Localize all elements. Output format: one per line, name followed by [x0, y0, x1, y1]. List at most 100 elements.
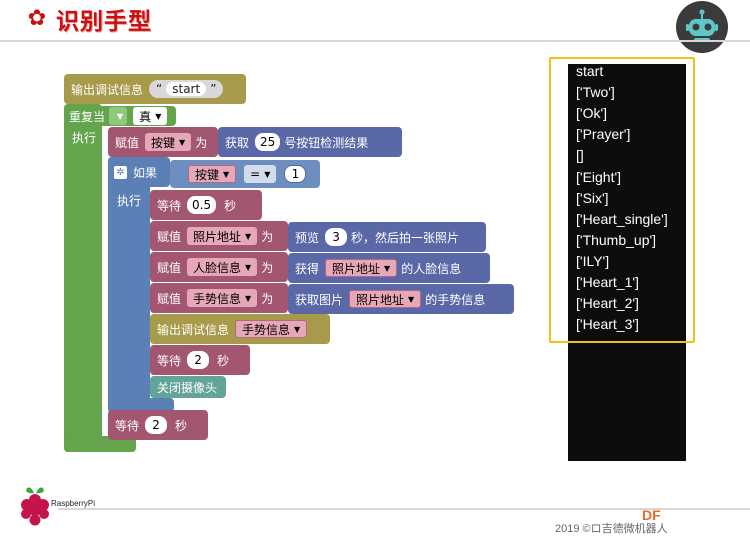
assign-face-block[interactable]: 赋值 人脸信息▼ 为	[150, 252, 288, 282]
block-label: 赋值	[157, 260, 182, 275]
repeat-mode-dropdown[interactable]: ▼	[109, 107, 128, 125]
var-value: 人脸信息	[193, 260, 242, 275]
repeat-block-footer	[64, 436, 136, 452]
if-block-footer	[108, 398, 174, 412]
preview-seconds-input[interactable]: 3	[325, 228, 348, 246]
repeat-exec-label: 执行	[72, 131, 97, 145]
condition-value: 真	[139, 109, 152, 124]
copyright-text: 2019 ©ロ吉德微机器人	[555, 523, 668, 535]
console-line: []	[576, 147, 584, 164]
console-line: ['Heart_2']	[576, 295, 639, 312]
string-input[interactable]: “ start ”	[149, 80, 224, 98]
operator-dropdown[interactable]: =▼	[244, 165, 277, 183]
block-label: 获取图片	[295, 292, 344, 307]
block-label: 如果	[133, 165, 158, 180]
if-block[interactable]: ✲ 如果	[108, 157, 170, 187]
assign-as-label: 为	[261, 260, 274, 275]
console-line: ['Heart_3']	[576, 316, 639, 333]
gesture-var-dropdown[interactable]: 手势信息▼	[187, 289, 258, 307]
console-line: ['Prayer']	[576, 126, 631, 143]
robot-logo-icon	[676, 1, 728, 53]
assign-as-label: 为	[261, 229, 274, 244]
source-value: 照片地址	[332, 261, 381, 276]
if-exec-label: 执行	[117, 194, 142, 208]
var-value: 按键	[151, 135, 176, 150]
wait-block[interactable]: 等待 0.5 秒	[150, 190, 262, 220]
string-value[interactable]: start	[166, 82, 207, 96]
close-camera-block[interactable]: 关闭摄像头	[150, 376, 226, 398]
block-suffix: 秒，然后拍一张照片	[351, 230, 460, 245]
repeat-while-block[interactable]: 重复当 ▼ 真▼	[64, 106, 176, 126]
block-label: 获取	[225, 135, 250, 150]
wait-unit: 秒	[175, 418, 188, 433]
assign-gesture-block[interactable]: 赋值 手势信息▼ 为	[150, 283, 288, 313]
button-number-input[interactable]: 25	[255, 133, 281, 151]
wait-seconds-input[interactable]: 2	[145, 416, 168, 434]
output-highlight-box	[549, 57, 695, 343]
console-line: ['Heart_single']	[576, 210, 668, 227]
block-label: 赋值	[157, 291, 182, 306]
block-label: 重复当	[69, 109, 106, 124]
assign-photo-block[interactable]: 赋值 照片地址▼ 为	[150, 221, 288, 251]
assign-as-label: 为	[195, 135, 208, 150]
console-line: ['Thumb_up']	[576, 231, 657, 248]
compare-right-number[interactable]: 1	[284, 165, 307, 183]
block-label: 输出调试信息	[71, 82, 144, 97]
block-label: 等待	[115, 418, 140, 433]
footer-divider	[58, 508, 750, 510]
var-value: 手势信息	[242, 322, 291, 337]
wait-block-2[interactable]: 等待 2 秒	[150, 345, 250, 375]
console-line: ['ILY']	[576, 252, 610, 269]
get-gesture-block[interactable]: 获取图片 照片地址▼ 的手势信息	[288, 284, 514, 314]
block-label: 预览	[295, 230, 320, 245]
var-value: 手势信息	[193, 291, 242, 306]
block-label: 等待	[157, 353, 182, 368]
console-line: ['Two']	[576, 84, 615, 101]
wait-seconds-input[interactable]: 0.5	[187, 196, 217, 214]
gesture-source-dropdown[interactable]: 照片地址▼	[349, 290, 422, 308]
compare-var: 按键	[195, 167, 220, 182]
compare-block[interactable]: 按键▼ =▼ 1	[170, 160, 320, 188]
block-label: 赋值	[157, 229, 182, 244]
console-line: ['Heart_1']	[576, 274, 639, 290]
repeat-block-body[interactable]	[64, 104, 102, 452]
block-suffix: 的人脸信息	[401, 261, 462, 276]
block-label: 获得	[295, 261, 320, 276]
wait-unit: 秒	[217, 353, 230, 368]
assign-as-label: 为	[261, 291, 274, 306]
face-source-dropdown[interactable]: 照片地址▼	[325, 259, 398, 277]
preview-photo-block[interactable]: 预览 3 秒，然后拍一张照片	[288, 222, 486, 252]
var-dropdown[interactable]: 按键▼	[145, 133, 192, 151]
console-line: start	[576, 63, 604, 79]
get-button-block[interactable]: 获取 25 号按钮检测结果	[218, 127, 402, 157]
assign-block[interactable]: 赋值 按键▼ 为	[108, 127, 218, 157]
debug-console	[568, 64, 686, 461]
gear-icon[interactable]: ✲	[114, 165, 127, 179]
if-block-body[interactable]	[108, 157, 150, 413]
watermark-text: DF	[642, 507, 661, 523]
face-var-dropdown[interactable]: 人脸信息▼	[187, 258, 258, 276]
wait-unit: 秒	[224, 198, 237, 213]
var-value: 照片地址	[193, 229, 242, 244]
photo-var-dropdown[interactable]: 照片地址▼	[187, 227, 258, 245]
block-suffix: 的手势信息	[425, 292, 486, 307]
block-label: 关闭摄像头	[157, 380, 218, 395]
wait-block-3[interactable]: 等待 2 秒	[108, 410, 208, 440]
block-label: 输出调试信息	[157, 322, 230, 337]
get-face-block[interactable]: 获得 照片地址▼ 的人脸信息	[288, 253, 490, 283]
condition-dropdown[interactable]: 真▼	[133, 107, 168, 125]
wait-seconds-input[interactable]: 2	[187, 351, 210, 369]
debug-output-block[interactable]: 输出调试信息 “ start ”	[64, 74, 246, 104]
console-line: ['Six']	[576, 189, 609, 206]
debug-gesture-block[interactable]: 输出调试信息 手势信息▼	[150, 314, 330, 344]
page-title: 识别手型	[56, 9, 152, 35]
debug-var-dropdown[interactable]: 手势信息▼	[235, 320, 308, 338]
compare-left-dropdown[interactable]: 按键▼	[188, 165, 237, 183]
header-divider	[0, 40, 750, 42]
source-value: 照片地址	[356, 292, 405, 307]
block-label: 赋值	[115, 135, 140, 150]
block-label: 等待	[157, 198, 182, 213]
console-line: ['Ok']	[576, 105, 608, 122]
block-suffix: 号按钮检测结果	[284, 135, 369, 150]
page-header: ✿ 识别手型	[26, 4, 152, 36]
